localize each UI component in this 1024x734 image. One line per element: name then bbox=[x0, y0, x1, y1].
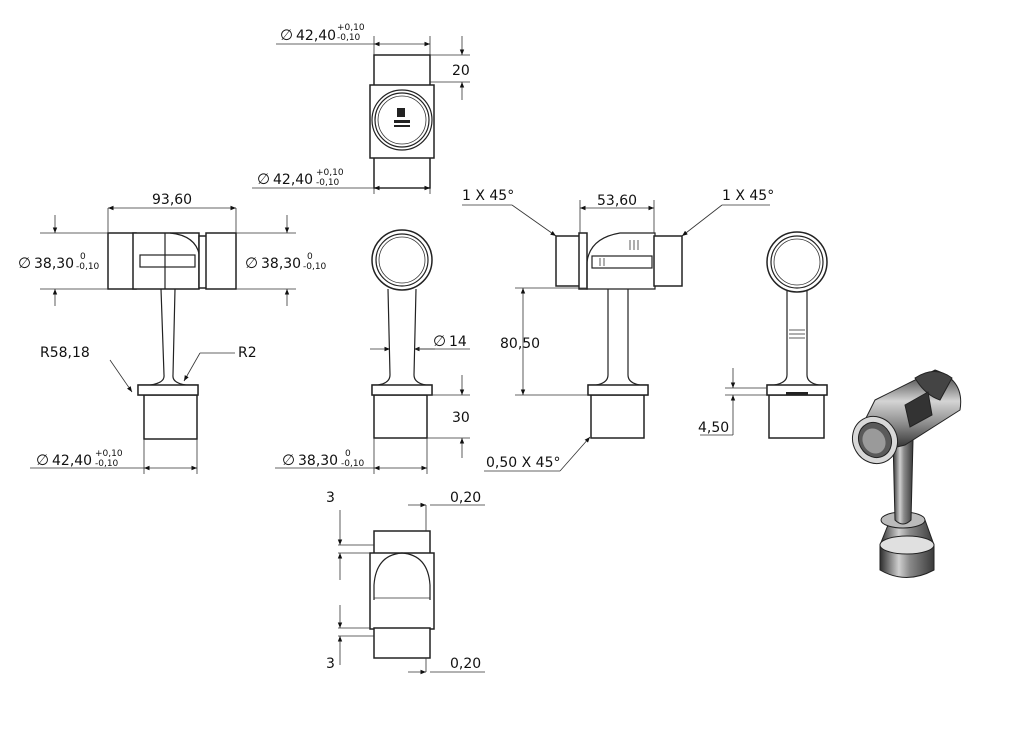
dim-front-radius-small: R2 bbox=[238, 345, 257, 361]
dim-top-height: 20 bbox=[452, 63, 470, 79]
dim-side-base-dia: 38,30 bbox=[298, 453, 338, 469]
diameter-symbol: ∅ bbox=[18, 254, 31, 272]
dim-front-left-dia: 38,30 bbox=[34, 256, 74, 272]
tol-front-base-up: +0,10 bbox=[95, 449, 123, 459]
side-view bbox=[275, 229, 470, 474]
dim-bottom-gap-top: 3 bbox=[326, 490, 335, 506]
dim-front-right-dia: 38,30 bbox=[261, 256, 301, 272]
tol-top-dia2-up: +0,10 bbox=[316, 168, 344, 178]
right-side-view bbox=[700, 231, 828, 439]
tol-side-base-dn: -0,10 bbox=[341, 459, 365, 469]
dim-sec-height: 80,50 bbox=[500, 336, 540, 352]
tol-top-dia-up: +0,10 bbox=[337, 23, 365, 33]
dim-sec-chamfer-base: 0,50 X 45° bbox=[486, 455, 560, 471]
tol-front-left-up: 0 bbox=[80, 252, 86, 262]
dim-bottom-gap-bottom: 3 bbox=[326, 656, 335, 672]
diameter-symbol: ∅ bbox=[36, 451, 49, 469]
section-view bbox=[462, 200, 770, 472]
dim-bottom-offset-bottom: 0,20 bbox=[450, 656, 481, 672]
tol-top-dia-dn: -0,10 bbox=[337, 33, 361, 43]
tol-top-dia2-dn: -0,10 bbox=[316, 178, 340, 188]
dim-sec-width: 53,60 bbox=[597, 193, 637, 209]
dim-sec-chamfer-left: 1 X 45° bbox=[462, 188, 514, 204]
dim-top-dia: 42,40 bbox=[296, 28, 336, 44]
dim-front-width: 93,60 bbox=[152, 192, 192, 208]
tol-side-base-up: 0 bbox=[345, 449, 351, 459]
dim-right-flange: 4,50 bbox=[698, 420, 729, 436]
diameter-symbol: ∅ bbox=[282, 451, 295, 469]
tol-front-right-up: 0 bbox=[307, 252, 313, 262]
tol-front-base-dn: -0,10 bbox=[95, 459, 119, 469]
dim-sec-chamfer-right: 1 X 45° bbox=[722, 188, 774, 204]
diameter-symbol: ∅ bbox=[280, 26, 293, 44]
dim-front-radius-large: R58,18 bbox=[40, 345, 90, 361]
dim-side-post-dia: 14 bbox=[449, 334, 467, 350]
front-view bbox=[30, 205, 296, 474]
dim-top-dia2: 42,40 bbox=[273, 172, 313, 188]
tol-front-left-dn: -0,10 bbox=[76, 262, 100, 272]
diameter-symbol: ∅ bbox=[257, 170, 270, 188]
bottom-view bbox=[337, 502, 485, 675]
top-view bbox=[252, 36, 470, 194]
dim-bottom-offset-top: 0,20 bbox=[450, 490, 481, 506]
isometric-render bbox=[851, 369, 962, 578]
diameter-symbol: ∅ bbox=[245, 254, 258, 272]
tol-front-right-dn: -0,10 bbox=[303, 262, 327, 272]
diameter-symbol: ∅ bbox=[433, 332, 446, 350]
dim-side-base-height: 30 bbox=[452, 410, 470, 426]
dim-front-base-dia: 42,40 bbox=[52, 453, 92, 469]
